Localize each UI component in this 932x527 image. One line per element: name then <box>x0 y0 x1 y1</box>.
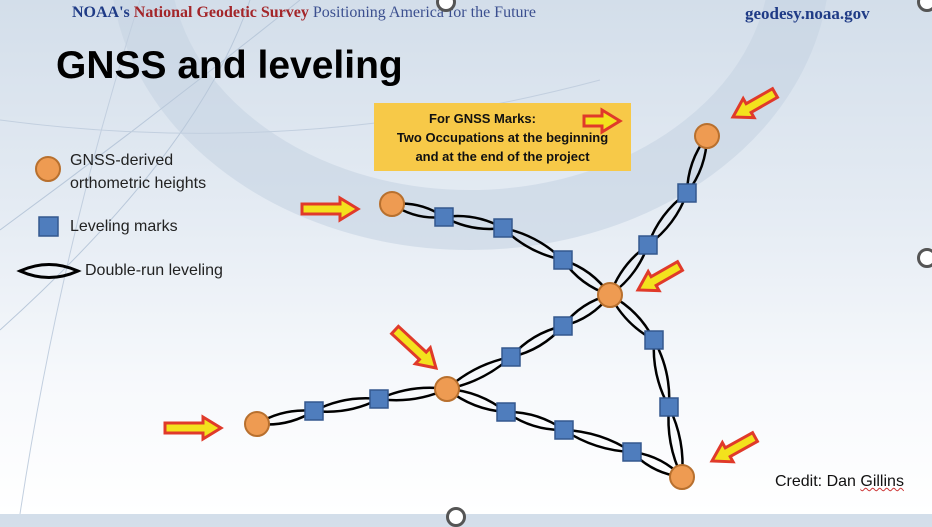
gnss-mark <box>379 191 405 217</box>
gnss-legend-icon <box>35 156 61 182</box>
header-banner: NOAA's National Geodetic Survey Position… <box>72 4 536 22</box>
gnss-mark <box>669 464 695 490</box>
leveling-mark <box>554 420 574 440</box>
leveling-mark <box>434 207 454 227</box>
arrow-icon <box>635 259 685 293</box>
callout-box: For GNSS Marks: Two Occupations at the b… <box>374 103 631 171</box>
leveling-mark <box>369 389 389 409</box>
legend-gnss: GNSS-derived orthometric heights <box>70 149 206 195</box>
callout-line2: Two Occupations at the beginning <box>396 130 609 145</box>
double-run-loop <box>559 428 637 454</box>
legend-gnss-line2: orthometric heights <box>70 175 207 192</box>
slide-title: GNSS and leveling <box>56 44 403 87</box>
leveling-mark <box>622 442 642 462</box>
legend-double-run: Double-run leveling <box>85 262 223 279</box>
arrow-icon <box>730 86 780 120</box>
leveling-mark <box>677 183 697 203</box>
arrow-icon <box>300 195 361 223</box>
resize-handle-bottom[interactable] <box>446 507 466 527</box>
callout-line3: and at the end of the project <box>415 149 590 164</box>
leveling-mark <box>496 402 516 422</box>
arrow-icon <box>709 430 760 464</box>
legend-leveling: Leveling marks <box>70 218 178 235</box>
gnss-mark <box>244 411 270 437</box>
background-decoration <box>0 0 827 514</box>
double-run-loop <box>652 335 671 412</box>
credit-name: Gillins <box>860 473 904 490</box>
leveling-mark <box>493 218 513 238</box>
network-diagram <box>163 86 780 490</box>
leveling-legend-icon <box>38 216 59 237</box>
leveling-mark <box>659 397 679 417</box>
legend-symbols <box>16 156 82 279</box>
resize-handle-right[interactable] <box>917 248 932 268</box>
noaa-label: NOAA's <box>72 4 130 21</box>
credit-prefix: Credit: Dan <box>775 473 861 490</box>
callout-line1: For GNSS Marks: <box>429 111 536 126</box>
double-run-legend-icon <box>16 263 82 279</box>
tagline: Positioning America for the Future <box>312 4 536 21</box>
site-url[interactable]: geodesy.noaa.gov <box>745 4 870 23</box>
arrow-icon <box>582 107 623 135</box>
leveling-mark <box>501 347 521 367</box>
resize-handle-top[interactable] <box>436 0 456 12</box>
leveling-mark <box>553 250 573 270</box>
resize-handle-top-right[interactable] <box>917 0 932 12</box>
ngs-label: National Geodetic Survey <box>133 4 309 21</box>
gnss-mark <box>597 282 623 308</box>
gnss-mark <box>694 123 720 149</box>
arrow-icon <box>389 324 439 370</box>
credit: Credit: Dan Gillins <box>775 473 904 491</box>
leveling-mark <box>304 401 324 421</box>
leveling-mark <box>644 330 664 350</box>
gnss-mark <box>434 376 460 402</box>
arrow-icon <box>163 414 224 442</box>
legend-gnss-line1: GNSS-derived <box>70 152 174 169</box>
leveling-mark <box>638 235 658 255</box>
leveling-mark <box>553 316 573 336</box>
